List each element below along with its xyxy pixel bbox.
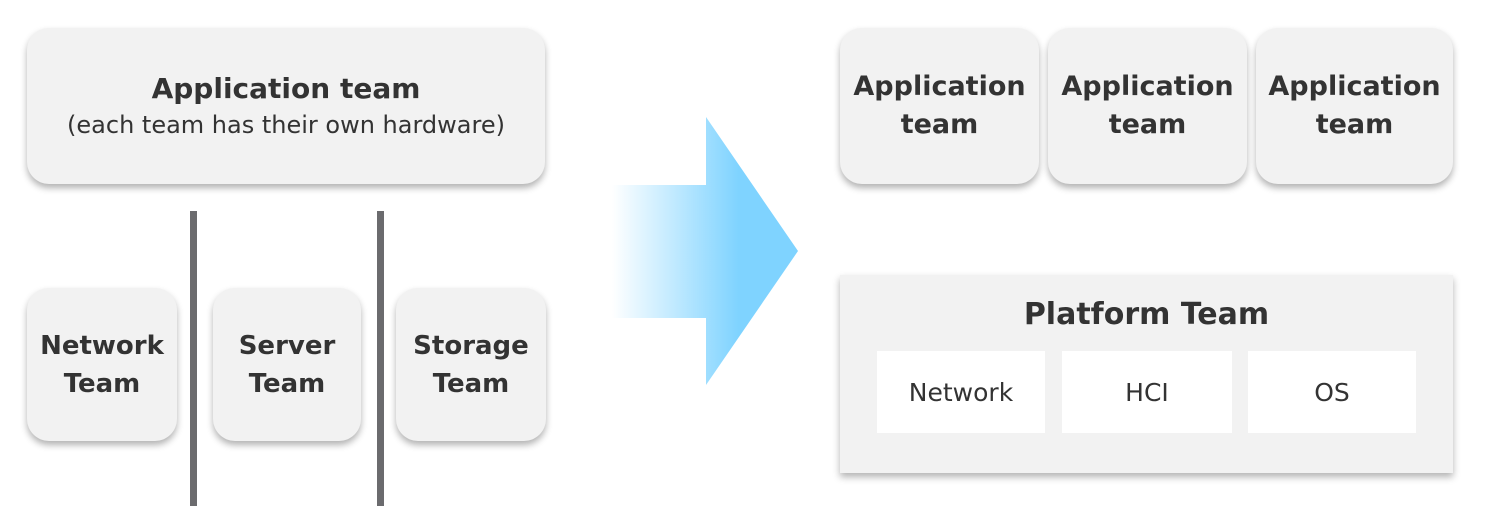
network-component: Network (877, 351, 1045, 433)
team-divider-2 (377, 211, 384, 506)
platform-team-box: Platform Team Network HCI OS (840, 275, 1453, 473)
application-team-box: Application team (each team has their ow… (27, 28, 545, 184)
application-team-subtitle: (each team has their own hardware) (67, 111, 505, 139)
hci-component: HCI (1062, 351, 1232, 433)
platform-team-title: Platform Team (1023, 297, 1270, 332)
storage-team-box: Storage Team (396, 288, 546, 441)
application-team-box-3: Application team (1256, 28, 1453, 184)
application-team-label-3: Application team (1268, 71, 1441, 140)
arrow-shape (612, 117, 798, 385)
application-team-label-2: Application team (1061, 71, 1234, 140)
server-team-box: Server Team (213, 288, 361, 441)
network-team-box: Network Team (27, 288, 177, 441)
transition-arrow (612, 117, 798, 385)
application-team-title: Application team (151, 72, 421, 105)
application-team-label-1: Application team (853, 71, 1026, 140)
server-team-label: Server Team (238, 330, 336, 399)
team-divider-1 (190, 211, 197, 506)
application-team-box-2: Application team (1048, 28, 1247, 184)
application-team-box-1: Application team (840, 28, 1039, 184)
network-team-label: Network Team (40, 330, 164, 399)
os-component: OS (1248, 351, 1416, 433)
storage-team-label: Storage Team (413, 330, 529, 399)
